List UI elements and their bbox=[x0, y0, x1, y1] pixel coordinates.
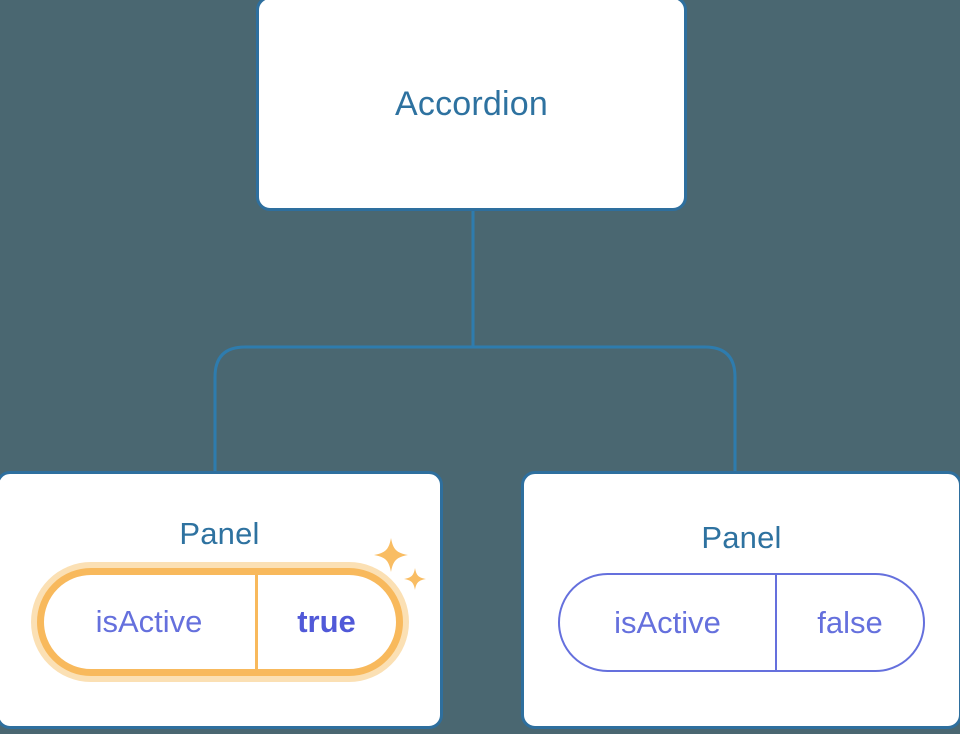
node-accordion-title: Accordion bbox=[395, 84, 548, 123]
prop-pill-inactive-wrapper: isActive false bbox=[558, 573, 925, 672]
prop-key-active: isActive bbox=[95, 604, 203, 639]
prop-key-inactive: isActive bbox=[614, 604, 721, 640]
node-panel-inactive-title: Panel bbox=[701, 520, 782, 555]
sparkle-large-icon bbox=[373, 538, 408, 572]
node-accordion[interactable]: Accordion bbox=[256, 0, 687, 211]
prop-pill-inactive[interactable]: isActive false bbox=[558, 573, 925, 672]
connector-branch-left bbox=[213, 345, 473, 471]
connector-branch-right bbox=[473, 345, 737, 471]
prop-pill-active[interactable]: isActive true bbox=[36, 568, 403, 676]
prop-value-active: true bbox=[254, 575, 396, 669]
node-panel-active[interactable]: Panel isActive true bbox=[0, 471, 443, 729]
prop-value-inactive: false bbox=[775, 575, 923, 670]
sparkle-small-icon bbox=[403, 568, 426, 590]
node-panel-active-title: Panel bbox=[179, 516, 260, 551]
node-panel-inactive[interactable]: Panel isActive false bbox=[521, 471, 960, 729]
prop-pill-active-wrapper: isActive true bbox=[36, 538, 426, 676]
